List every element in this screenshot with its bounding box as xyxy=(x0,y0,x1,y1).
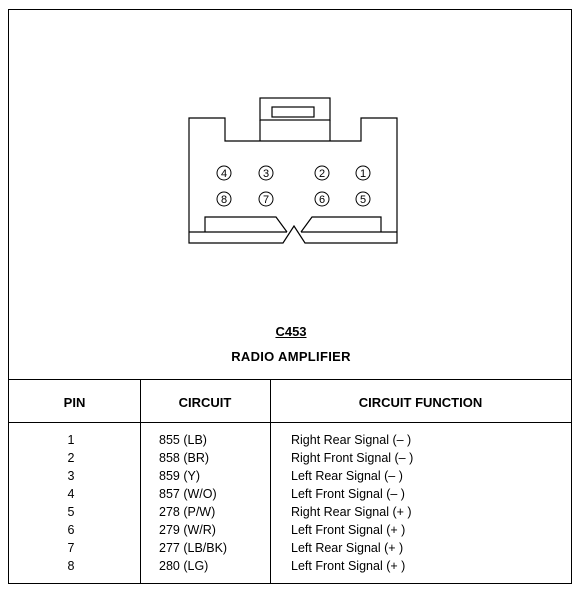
connector-housing xyxy=(188,117,398,244)
table-row: 3 859 (Y) Left Rear Signal (– ) xyxy=(9,469,571,487)
pin-number: 6 xyxy=(67,523,75,537)
pin-circle xyxy=(355,165,371,181)
column-divider-1 xyxy=(140,379,141,583)
connector-name: RADIO AMPLIFIER xyxy=(231,349,351,364)
table-row: 2 858 (BR) Right Front Signal (– ) xyxy=(9,451,571,469)
circuit-code: 859 (Y) xyxy=(159,469,200,483)
pin-number: 3 xyxy=(67,469,75,483)
connector-key-right xyxy=(300,216,382,233)
pin-circle xyxy=(355,191,371,207)
header-pin: PIN xyxy=(63,395,86,410)
pin-label: 2 xyxy=(319,168,325,180)
pin-label: 1 xyxy=(360,168,366,180)
pin-number: 2 xyxy=(67,451,75,465)
pin-label: 8 xyxy=(221,194,227,206)
circuit-function: Right Front Signal (– ) xyxy=(291,451,414,465)
pin-label: 7 xyxy=(263,194,269,206)
pin-number: 5 xyxy=(67,505,75,519)
pin-circle xyxy=(258,191,274,207)
circuit-function: Right Rear Signal (– ) xyxy=(291,433,412,447)
pin-circle xyxy=(216,165,232,181)
locking-tab xyxy=(259,97,331,121)
circuit-code: 858 (BR) xyxy=(159,451,210,465)
pin-label: 5 xyxy=(360,194,366,206)
table-row: 5 278 (P/W) Right Rear Signal (+ ) xyxy=(9,505,571,523)
connector-face-drawing: 4 3 2 1 8 7 6 5 xyxy=(188,97,398,244)
table-row: 8 280 (LG) Left Front Signal (+ ) xyxy=(9,559,571,577)
circuit-function: Left Rear Signal (– ) xyxy=(291,469,403,483)
pin-label: 4 xyxy=(221,168,227,180)
circuit-code: 279 (W/R) xyxy=(159,523,216,537)
locking-tab-slot xyxy=(271,106,315,118)
circuit-code: 280 (LG) xyxy=(159,559,209,573)
connector-diagram-frame: 4 3 2 1 8 7 6 5 C453 RADIO AMPLIFIER PIN CIRCUI… xyxy=(8,9,572,584)
circuit-code: 857 (W/O) xyxy=(159,487,217,501)
circuit-function: Left Rear Signal (+ ) xyxy=(291,541,404,555)
pin-label: 6 xyxy=(319,194,325,206)
circuit-code: 855 (LB) xyxy=(159,433,207,447)
table-row: 4 857 (W/O) Left Front Signal (– ) xyxy=(9,487,571,505)
table-row: 1 855 (LB) Right Rear Signal (– ) xyxy=(9,433,571,451)
connector-id: C453 xyxy=(275,324,307,339)
table-header-divider xyxy=(9,422,571,423)
circuit-function: Left Front Signal (– ) xyxy=(291,487,405,501)
connector-diagram: 4 3 2 1 8 7 6 5 C453 RADIO AMPLIFIER xyxy=(9,10,573,380)
circuit-code: 278 (P/W) xyxy=(159,505,216,519)
circuit-code: 277 (LB/BK) xyxy=(159,541,228,555)
header-circuit-function: CIRCUIT FUNCTION xyxy=(358,395,483,410)
pin-circle xyxy=(216,191,232,207)
circuit-function: Left Front Signal (+ ) xyxy=(291,523,406,537)
column-divider-2 xyxy=(270,379,271,583)
table-row: 7 277 (LB/BK) Left Rear Signal (+ ) xyxy=(9,541,571,559)
pin-number: 7 xyxy=(67,541,75,555)
connector-key-left xyxy=(204,216,288,233)
table-top-border xyxy=(9,379,571,380)
pin-number: 1 xyxy=(67,433,75,447)
pin-circle xyxy=(314,191,330,207)
circuit-function: Left Front Signal (+ ) xyxy=(291,559,406,573)
header-circuit: CIRCUIT xyxy=(178,395,232,410)
circuit-function: Right Rear Signal (+ ) xyxy=(291,505,412,519)
pin-number: 4 xyxy=(67,487,75,501)
pin-circle xyxy=(314,165,330,181)
table-row: 6 279 (W/R) Left Front Signal (+ ) xyxy=(9,523,571,541)
pin-label: 3 xyxy=(263,168,269,180)
pin-circle xyxy=(258,165,274,181)
pin-number: 8 xyxy=(67,559,75,573)
